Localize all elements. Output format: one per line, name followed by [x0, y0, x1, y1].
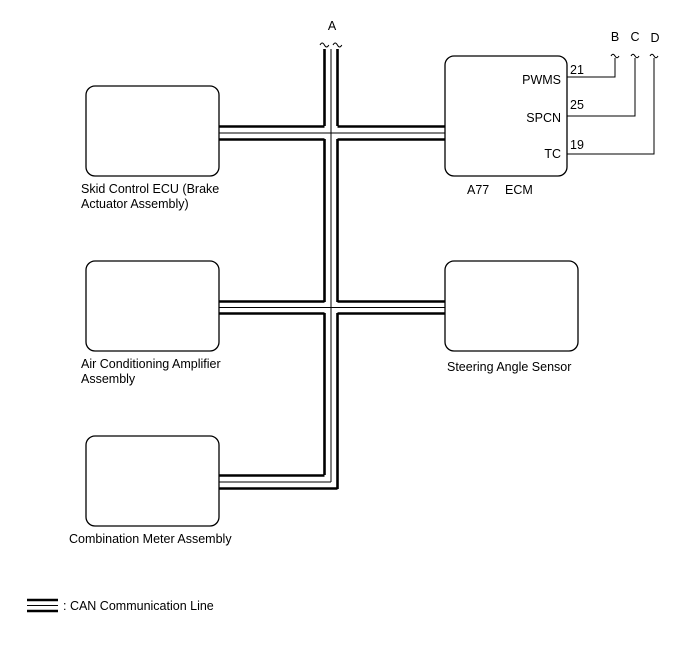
connector-label: C — [630, 30, 639, 44]
pin-wire — [567, 58, 616, 78]
skid-control-ecu-box — [85, 85, 220, 177]
ecm-pin-pwms: PWMS 21 B — [522, 30, 620, 87]
ac-label-line1: Air Conditioning Amplifier — [81, 357, 221, 371]
pin-wire — [567, 58, 636, 117]
ecm-pin-spcn: SPCN 25 C — [526, 30, 639, 125]
legend-label: : CAN Communication Line — [63, 599, 214, 613]
skid-label-line1: Skid Control ECU (Brake — [81, 182, 219, 196]
pin-number: 19 — [570, 138, 584, 152]
skid-label-line2: Actuator Assembly) — [81, 197, 189, 211]
bus-break-mark — [319, 42, 330, 48]
pin-wire — [567, 58, 655, 155]
ecm-code: A77 — [467, 183, 489, 197]
pin-name: PWMS — [522, 73, 561, 87]
wire-break-mark — [630, 53, 640, 59]
meter-label: Combination Meter Assembly — [69, 532, 232, 546]
ecm-pin-tc: TC 19 D — [544, 31, 659, 161]
steering-label: Steering Angle Sensor — [447, 360, 571, 374]
ac-amplifier-box — [85, 260, 220, 352]
pin-name: TC — [544, 147, 561, 161]
connector-label: D — [650, 31, 659, 45]
connector-label: B — [611, 30, 619, 44]
bus-break-mark — [332, 42, 343, 48]
ac-label-line2: Assembly — [81, 372, 136, 386]
wire-break-mark — [610, 53, 620, 59]
bus-label-a: A — [328, 19, 337, 33]
pin-name: SPCN — [526, 111, 561, 125]
legend: : CAN Communication Line — [27, 598, 214, 613]
can-line-legend-icon — [27, 598, 58, 613]
ecm-name: ECM — [505, 183, 533, 197]
combination-meter-box — [85, 435, 220, 527]
wire-break-mark — [649, 53, 659, 59]
pin-number: 25 — [570, 98, 584, 112]
can-bus — [219, 42, 445, 490]
steering-angle-sensor-box — [444, 260, 579, 352]
pin-number: 21 — [570, 63, 584, 77]
